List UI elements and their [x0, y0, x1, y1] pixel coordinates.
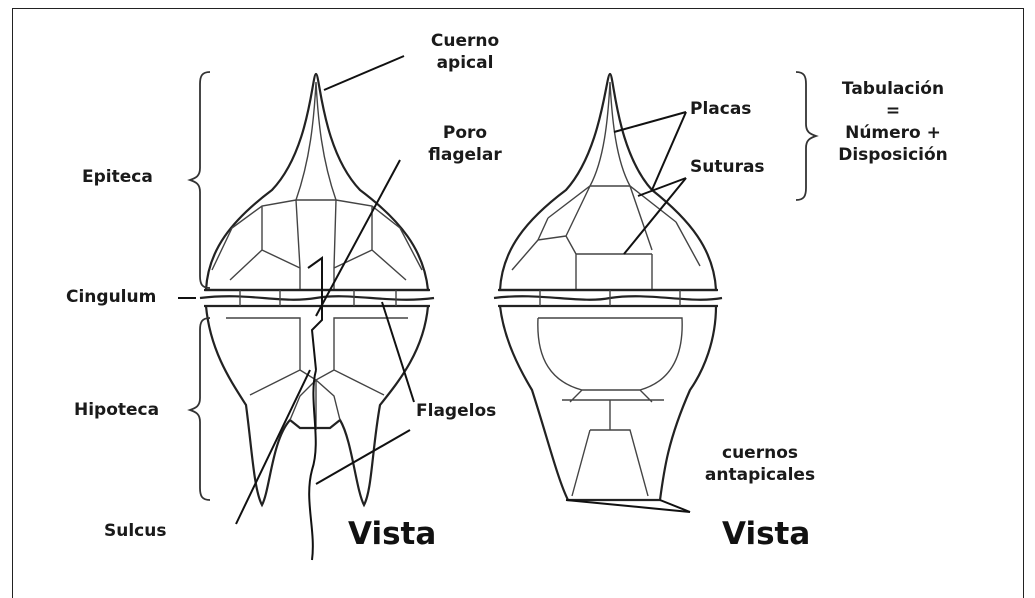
right-hypotheca-plates: [538, 318, 682, 496]
leader-antapicales-1: [566, 500, 690, 512]
label-cuerno-apical: Cuerno apical: [410, 30, 520, 74]
label-sulcus: Sulcus: [104, 520, 166, 542]
brace-hipoteca: [190, 318, 210, 500]
leader-placas-2: [652, 112, 686, 190]
left-view-title: Vista: [348, 516, 436, 552]
leader-placas-1: [614, 112, 686, 132]
label-epiteca: Epiteca: [82, 166, 153, 188]
label-placas: Placas: [690, 98, 751, 120]
left-cingulum: [200, 290, 434, 306]
right-epitheca-plates: [512, 186, 700, 290]
brace-epiteca: [190, 72, 210, 288]
label-cuernos-antapicales: cuernos antapicales: [690, 442, 830, 486]
left-hypotheca-plates: [226, 318, 408, 430]
right-hypotheca-outline: [500, 306, 716, 500]
leader-flagelos-2: [316, 430, 410, 484]
label-hipoteca: Hipoteca: [74, 399, 159, 421]
left-apical-inner: [296, 82, 336, 200]
leader-poro-flagelar: [316, 160, 400, 316]
left-cell: [200, 74, 434, 560]
left-hypotheca-outline: [206, 306, 428, 505]
left-sulcus-groove: [308, 258, 322, 370]
leader-sulcus: [236, 370, 310, 524]
brace-tabulacion: [796, 72, 816, 200]
leader-cuerno-apical: [324, 56, 404, 90]
label-suturas: Suturas: [690, 156, 765, 178]
label-flagelos: Flagelos: [416, 400, 496, 422]
label-tabulacion: Tabulación = Número + Disposición: [818, 78, 968, 166]
label-poro-flagelar: Poro flagelar: [410, 122, 520, 166]
right-view-title: Vista: [722, 516, 810, 552]
right-cell: [494, 74, 722, 500]
left-flagellum: [309, 370, 316, 560]
right-cingulum: [494, 290, 722, 306]
label-cingulum: Cingulum: [66, 286, 156, 308]
leader-flagelos-1: [382, 302, 414, 402]
